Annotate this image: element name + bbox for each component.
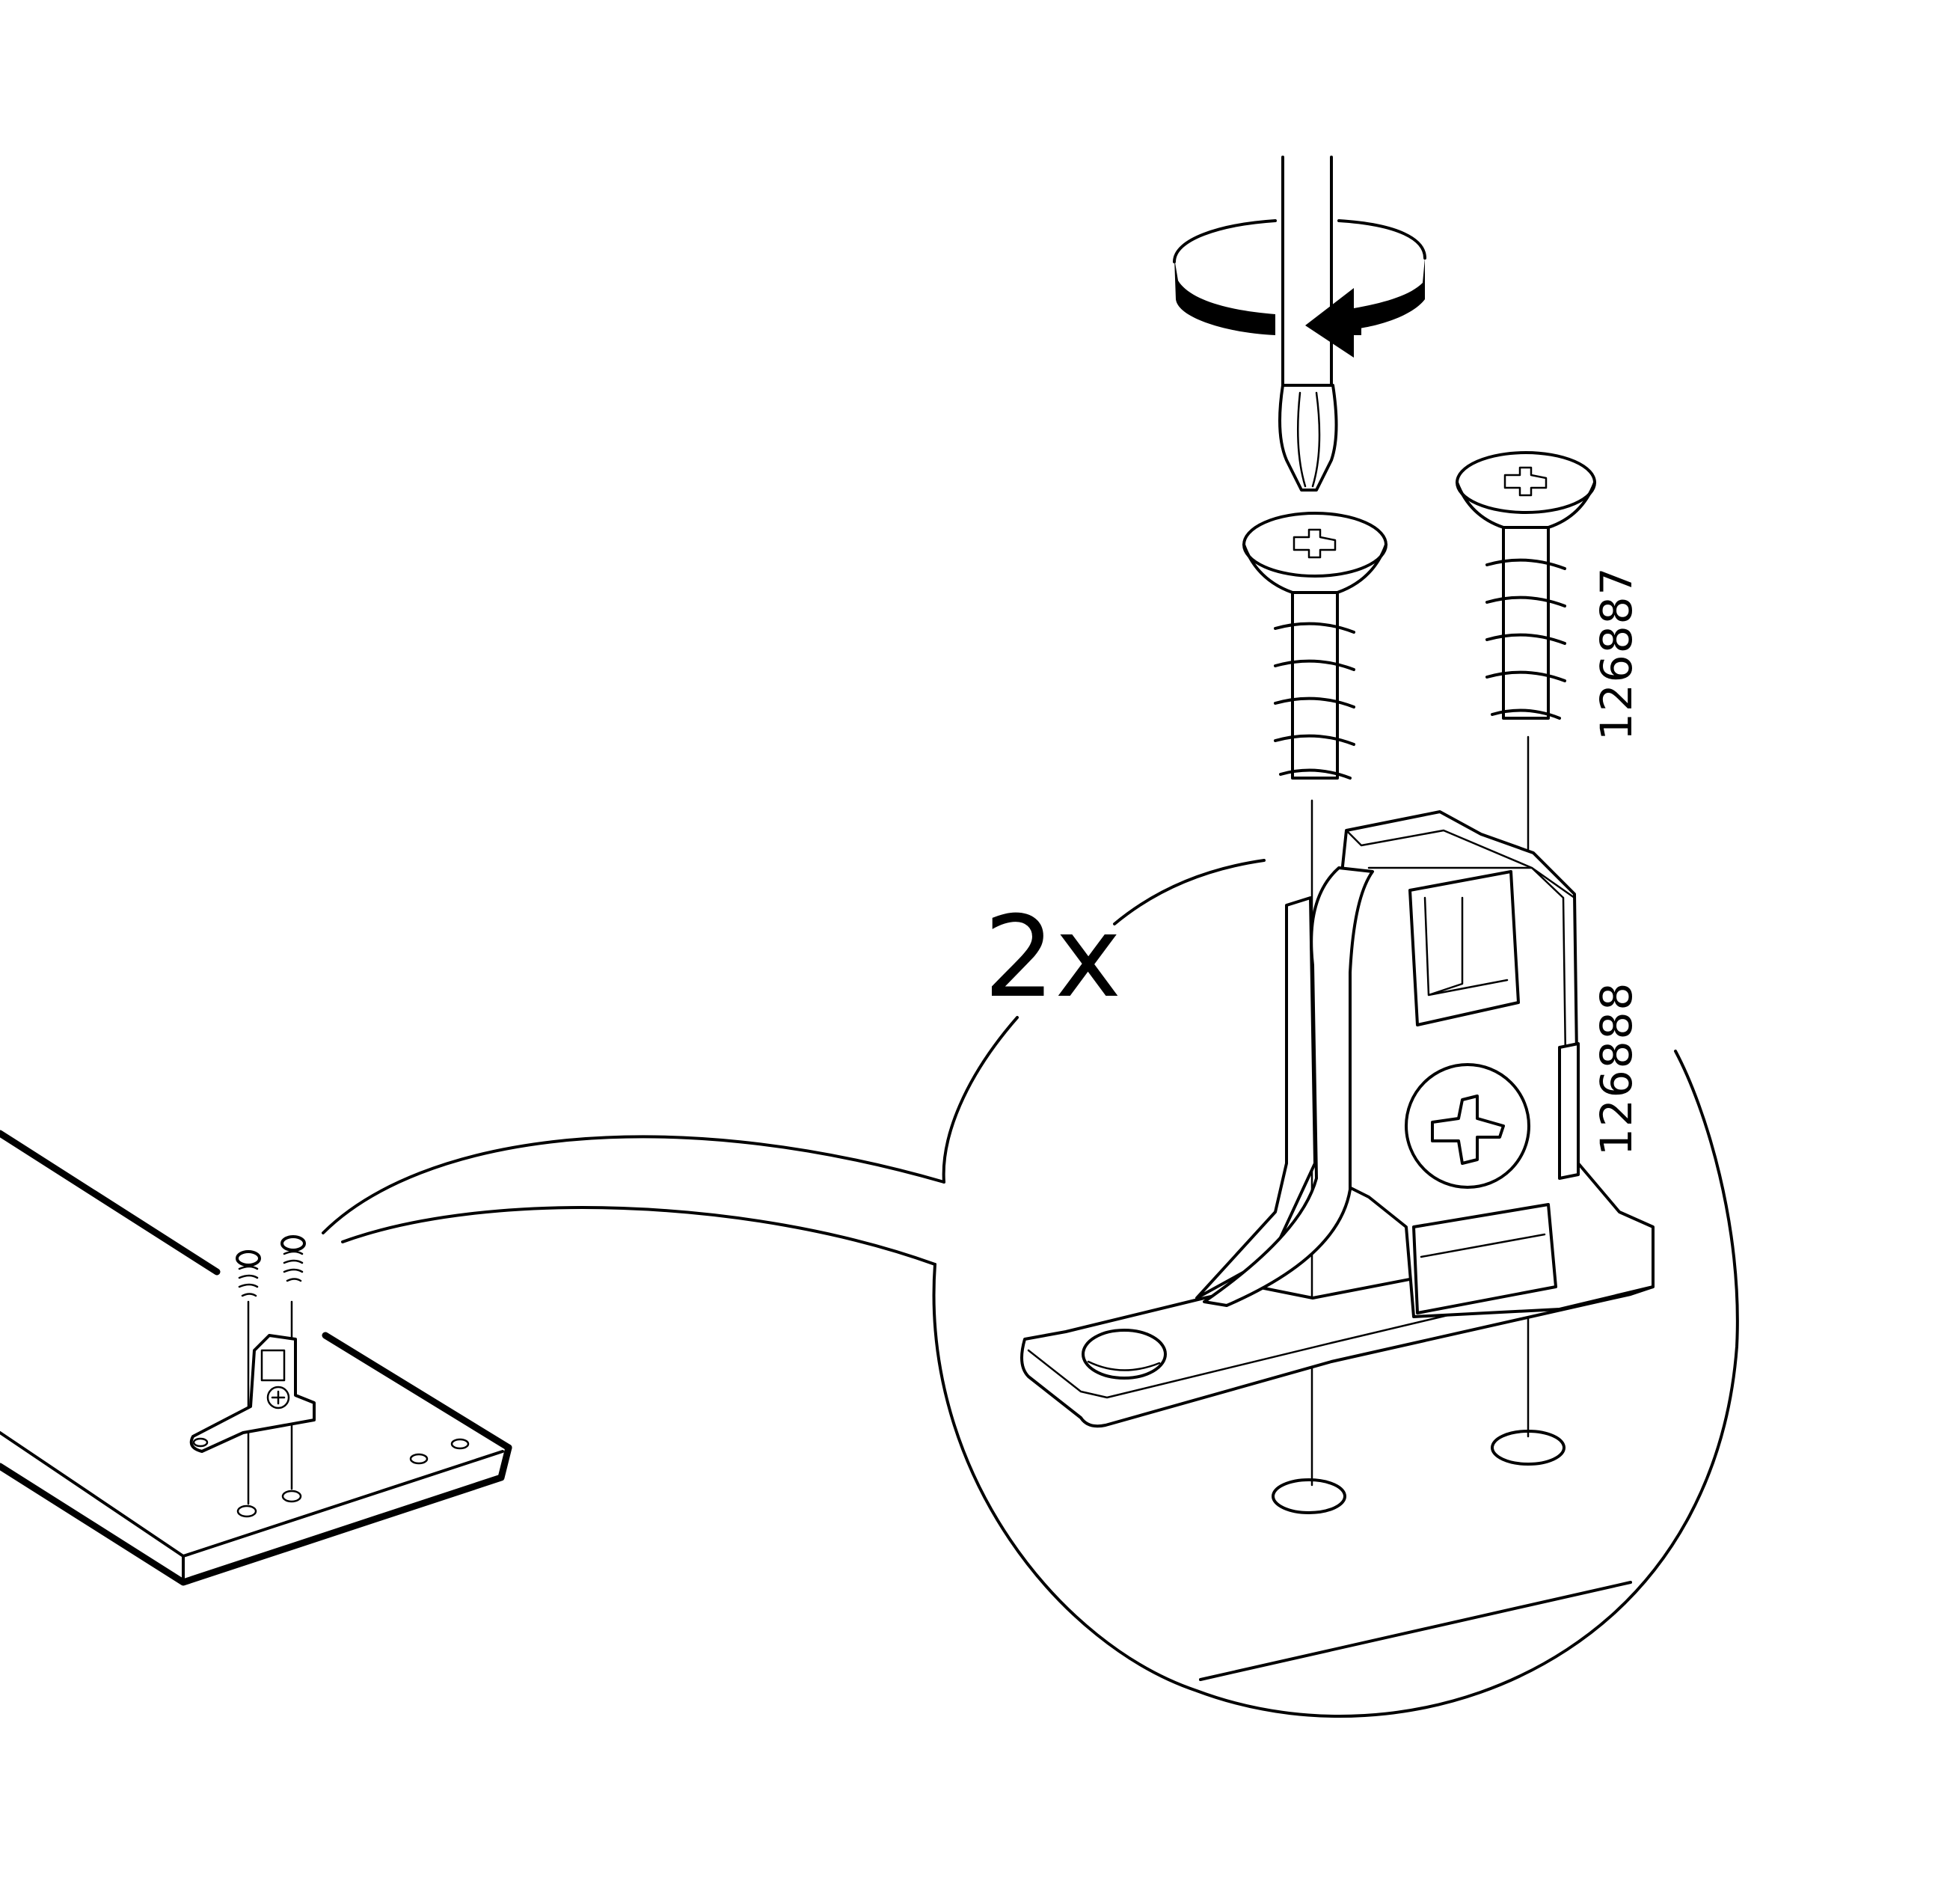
screw-icon <box>1456 451 1596 720</box>
rotation-arrow-icon <box>1173 219 1426 358</box>
small-screw-icon <box>236 1235 306 1297</box>
screwdriver-icon <box>1278 156 1338 492</box>
small-bracket-icon <box>189 1334 316 1453</box>
bracket-icon <box>1020 810 1655 1428</box>
callout-connector <box>322 1135 945 1266</box>
part-number-screw: 126887 <box>1591 566 1642 741</box>
quantity-label: 2x <box>984 893 1122 1023</box>
part-number-bracket: 126888 <box>1591 981 1642 1156</box>
screw-icon <box>1242 512 1387 780</box>
